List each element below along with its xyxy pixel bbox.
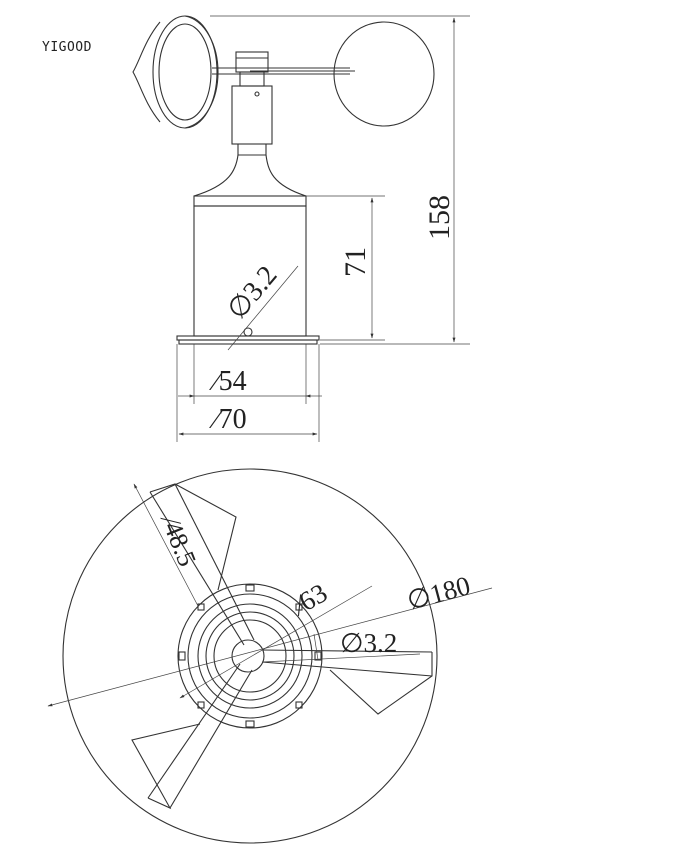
dim-3-2-tick <box>313 633 319 661</box>
dim-54-label: ∕54 <box>209 366 247 397</box>
base-flange <box>176 335 320 345</box>
dim-71 <box>306 195 385 341</box>
dim-3-2-label: ∅3.2 <box>340 628 397 658</box>
dim-158-label: 158 <box>423 195 456 240</box>
center-hub <box>231 639 265 673</box>
dim-48-5 <box>133 483 199 607</box>
left-cup <box>132 15 219 129</box>
dim-158 <box>210 15 470 345</box>
sweep-circle <box>62 468 438 844</box>
shaft <box>193 85 307 197</box>
dim-48-5-label: ∕48.5 <box>155 509 202 571</box>
dim-70-label: ∕70 <box>209 404 247 435</box>
dim-63-label: ∕63 <box>286 577 333 621</box>
hole-leader <box>227 265 299 351</box>
blade-upper <box>149 483 255 646</box>
dim-63-leader <box>179 585 373 699</box>
dim-180-label: ∅180 <box>404 570 474 616</box>
dim-71-label: 71 <box>339 247 372 277</box>
hub-cap <box>235 51 269 87</box>
hub-flange <box>177 583 323 729</box>
brand-label: YIGOOD <box>42 40 92 55</box>
dim-3-2-leader <box>261 653 421 663</box>
dim-70 <box>176 344 320 442</box>
blade-right <box>261 649 433 715</box>
blade-lower <box>131 663 253 810</box>
top-view: ∕48.5 ∅180 ∕63 ∅3.2 <box>47 468 493 844</box>
dim-54 <box>178 344 322 404</box>
dim-180-leader <box>47 587 493 707</box>
side-view: 158 71 ∅3.2 ∕54 ∕70 <box>132 15 470 442</box>
hole-side-label: ∅3.2 <box>222 260 284 325</box>
